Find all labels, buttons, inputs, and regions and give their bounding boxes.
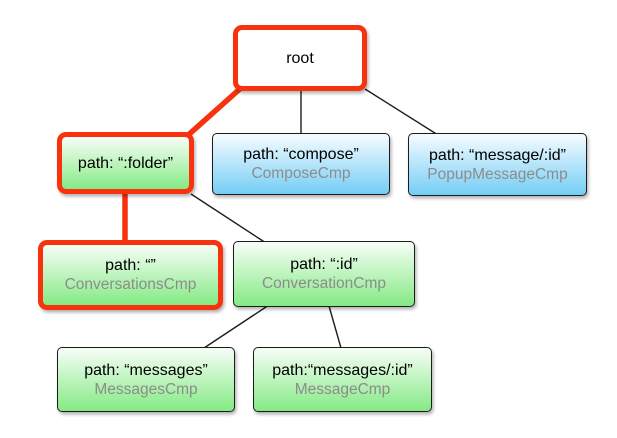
node-compose-path: path: “compose”: [243, 146, 359, 163]
node-compose-component: ComposeCmp: [251, 165, 351, 182]
node-conversations-path: path: “”: [105, 257, 156, 274]
edge-conversation-messages: [203, 304, 270, 349]
node-message-component: MessageCmp: [294, 380, 391, 398]
node-conversation-path: path: “:id”: [290, 256, 358, 273]
node-conversation: path: “:id” ConversationCmp: [233, 241, 415, 307]
node-message: path:“messages/:id” MessageCmp: [253, 347, 432, 412]
node-root: root: [233, 25, 367, 91]
node-conversations: path: “” ConversationsCmp: [38, 240, 223, 310]
node-messages-component: MessagesCmp: [94, 380, 198, 398]
edge-root-folder: [183, 84, 245, 140]
node-popup-message-component: PopupMessageCmp: [427, 165, 568, 183]
node-conversations-component: ConversationsCmp: [64, 276, 197, 293]
node-folder-path: path: “:folder”: [77, 154, 174, 172]
edge-root-popup-message: [364, 88, 439, 136]
node-message-path: path:“messages/:id”: [272, 361, 413, 379]
edge-conversation-message: [328, 305, 342, 349]
node-root-label: root: [286, 49, 314, 67]
node-popup-message-path: path: “message/:id”: [429, 146, 566, 164]
node-folder: path: “:folder”: [57, 132, 194, 194]
node-messages-path: path: “messages”: [84, 361, 208, 379]
edge-folder-conversation: [190, 193, 267, 244]
node-messages: path: “messages” MessagesCmp: [57, 347, 235, 412]
node-compose: path: “compose” ComposeCmp: [212, 133, 390, 195]
node-conversation-component: ConversationCmp: [261, 275, 387, 292]
node-popup-message: path: “message/:id” PopupMessageCmp: [408, 133, 587, 196]
